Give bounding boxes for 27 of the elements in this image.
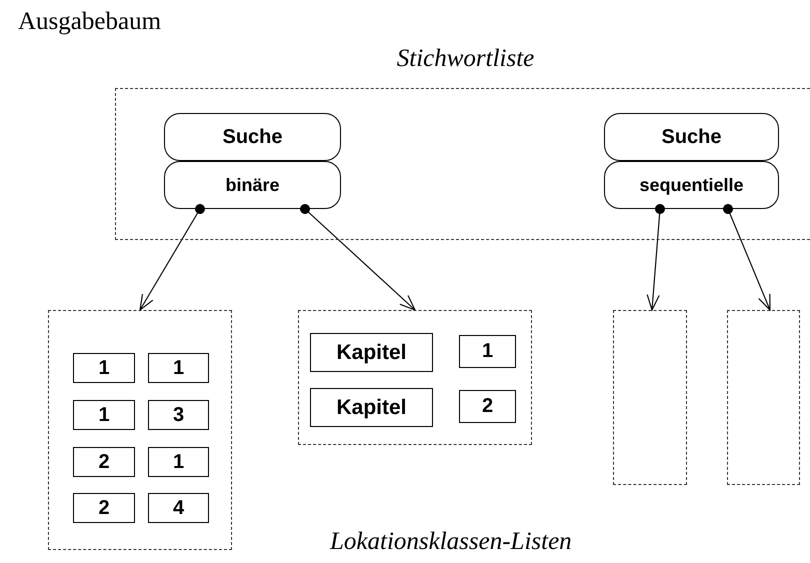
entry-box: 2 — [73, 493, 135, 523]
entry-box: Kapitel — [310, 388, 433, 427]
dashed-list-frame — [48, 310, 232, 550]
entry-box: 1 — [459, 335, 516, 368]
rounded-box: binäre — [164, 161, 341, 209]
entry-box: 4 — [148, 493, 209, 523]
arrow — [300, 204, 416, 311]
dashed-list-frame — [613, 310, 687, 485]
caption-label: Lokationsklassen-Listen — [330, 528, 572, 556]
dashed-list-frame — [727, 310, 800, 485]
entry-box: Kapitel — [310, 333, 433, 372]
arrow — [139, 204, 205, 311]
group-heading: Stichwortliste — [396, 45, 536, 73]
arrow — [723, 204, 771, 311]
entry-box: 1 — [148, 353, 209, 383]
rounded-box: Suche — [604, 113, 779, 161]
entry-box: 1 — [148, 447, 209, 477]
entry-box: 2 — [459, 390, 516, 423]
entry-box: 2 — [73, 447, 135, 477]
rounded-box: sequentielle — [604, 161, 779, 209]
rounded-box: Suche — [164, 113, 341, 161]
entry-box: 3 — [148, 400, 209, 430]
entry-box: 1 — [73, 353, 135, 383]
entry-box: 1 — [73, 400, 135, 430]
arrow — [646, 204, 665, 311]
dashed-list-frame — [298, 310, 532, 445]
diagram-title: Ausgabebaum — [18, 8, 162, 36]
